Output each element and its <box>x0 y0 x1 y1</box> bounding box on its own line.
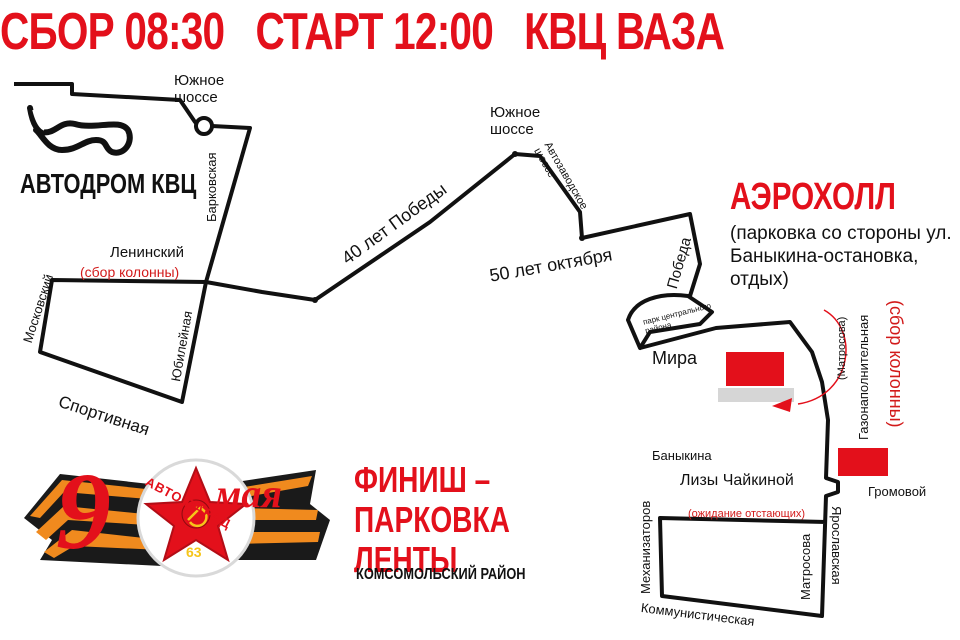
route-line-mira <box>639 320 840 618</box>
finish-parking-block <box>838 448 888 476</box>
junction-yuzhnoe <box>194 116 214 136</box>
logo-digit: 9 <box>56 450 111 572</box>
headline: СБОР 08:30 СТАРТ 12:00 КВЦ ВАЗА <box>0 2 749 62</box>
street-banykina: Баныкина <box>652 448 712 463</box>
logo-month: мая <box>214 471 283 516</box>
gather-time: СБОР 08:30 <box>0 3 225 61</box>
aerohall-note: (парковка со стороны ул. Баныкина-остано… <box>730 223 952 290</box>
aerohall-title: АЭРОХОЛЛ <box>730 176 896 218</box>
finish-label: ФИНИШ – ПАРКОВКА ЛЕНТЫ <box>354 459 510 580</box>
autodrome-label: АВТОДРОМ КВЦ <box>20 168 197 199</box>
street-mekhanizatorov: Механизаторов <box>638 500 653 594</box>
street-yaroslavskaya: Ярославская <box>829 506 844 585</box>
arrow-to-aerohall <box>797 309 847 405</box>
park-shape <box>626 293 714 350</box>
street-barkovskaya: Барковская <box>204 152 219 222</box>
street-yuzhnoe-1: Южное шоссе <box>174 72 225 106</box>
street-gromovoy: Громовой <box>868 484 927 499</box>
note-sbor-right: (сбор колонны) <box>886 300 906 428</box>
street-leninsky: Ленинский <box>110 244 184 261</box>
street-matrosova-paren: (Матросова) <box>836 316 848 380</box>
street-yuzhnoe-2: Южное шоссе <box>490 104 541 138</box>
arrow-head-icon <box>772 398 792 412</box>
note-sbor-left: (сбор колонны) <box>80 264 180 280</box>
start-time: СТАРТ 12:00 <box>255 3 493 61</box>
victory-logo <box>24 458 330 578</box>
logo-region: 63 <box>186 544 202 560</box>
autodrome-track <box>27 105 133 156</box>
street-matrosova: Матросова <box>798 533 813 600</box>
route-line-pobedy <box>313 152 517 302</box>
autodrome-track-inner <box>32 109 45 131</box>
street-gazonapolnitelnaya: Газонаполнительная <box>856 314 871 440</box>
route-line-west <box>14 82 316 404</box>
street-lizy-chaykinoy: Лизы Чайкиной <box>680 472 794 489</box>
street-mira: Мира <box>652 348 698 368</box>
note-waiting: (ожидание отстающих) <box>688 508 806 520</box>
aerohall-parking <box>718 388 794 402</box>
aerohall-block <box>726 352 784 386</box>
hammer-sickle-icon <box>187 505 208 528</box>
start-place: КВЦ ВАЗА <box>524 3 725 61</box>
district-label: КОМСОМОЛЬСКИЙ РАЙОН <box>356 566 526 583</box>
